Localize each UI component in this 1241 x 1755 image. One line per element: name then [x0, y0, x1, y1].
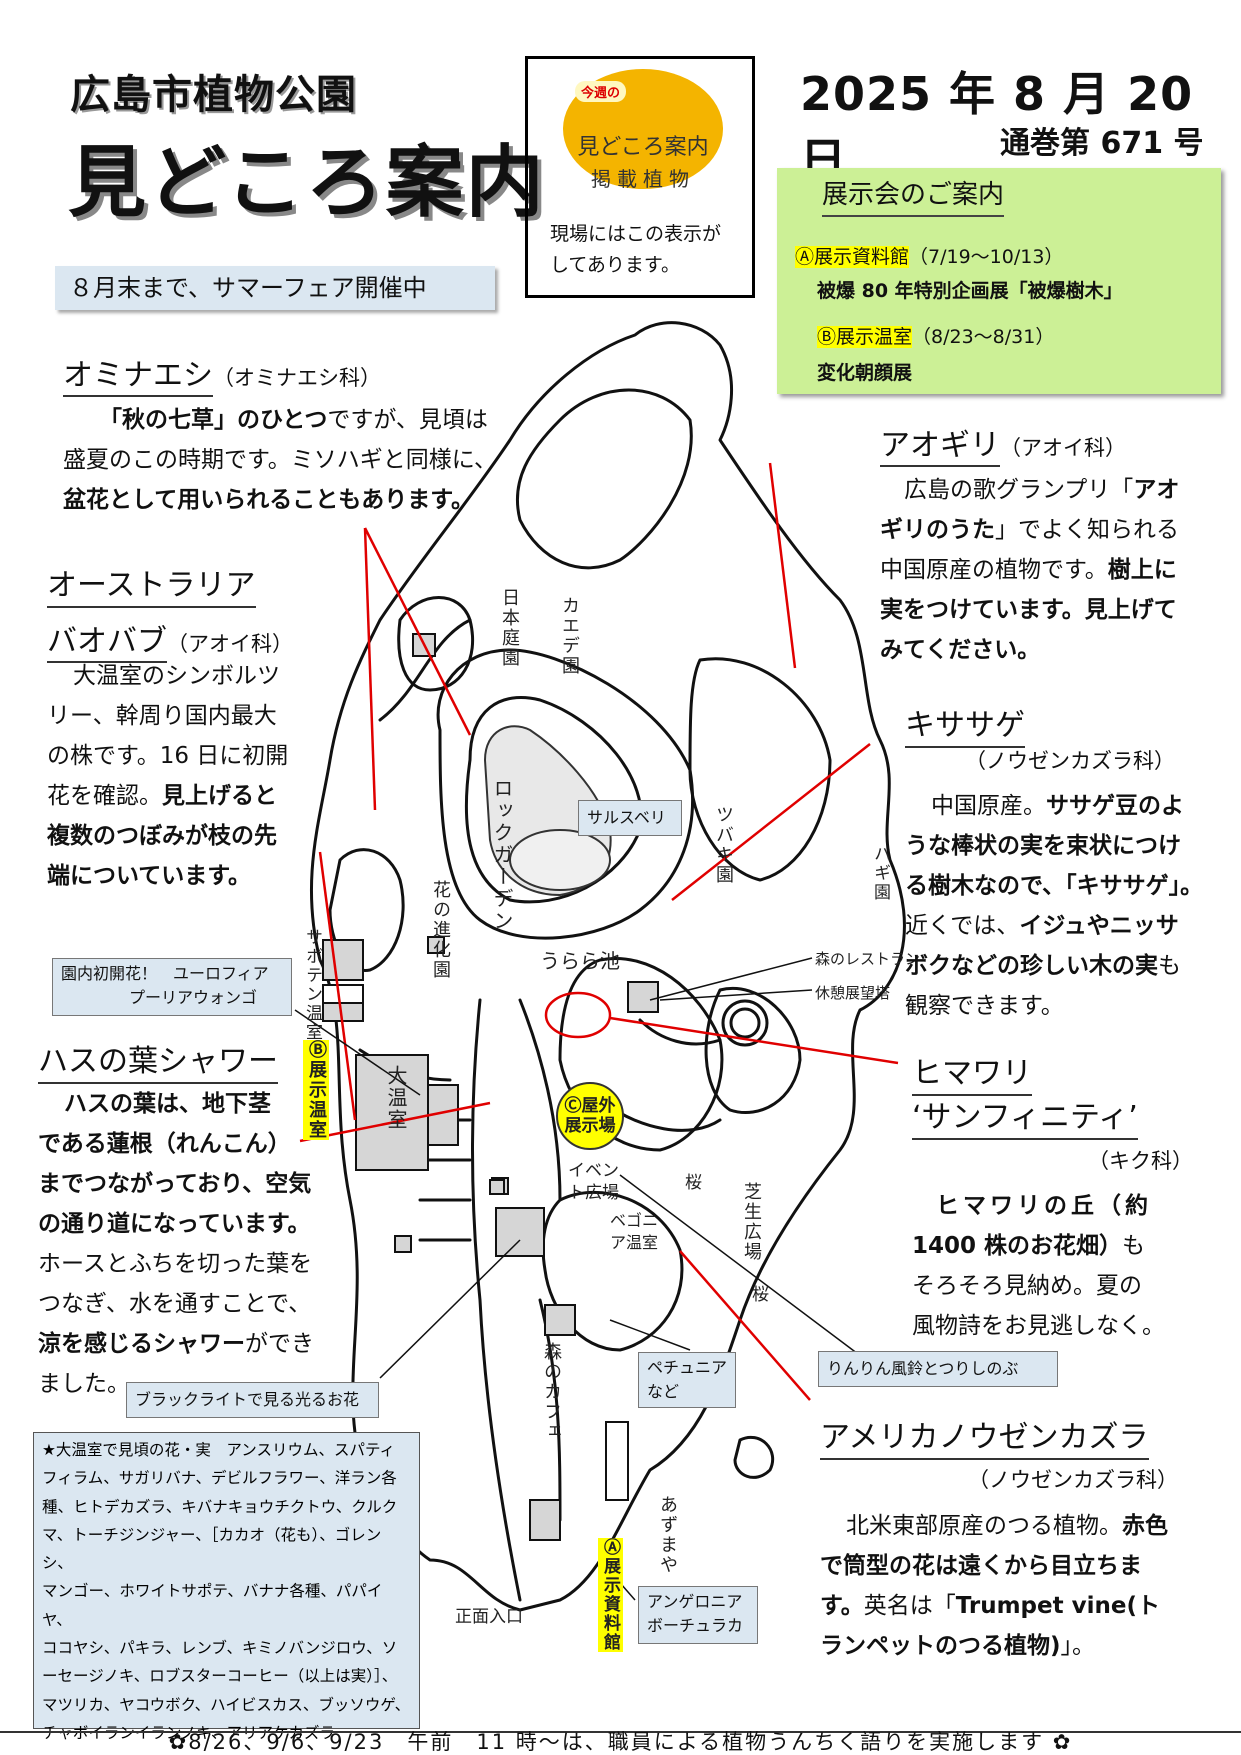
ominaeshi-name: オミナエシ: [63, 358, 213, 397]
issue-number: 通巻第 671 号: [1000, 126, 1204, 161]
legend-line1: 見どころ案内: [577, 135, 709, 160]
himawari-name1: ヒマワリ: [912, 1048, 1032, 1096]
aogiri-family: （アオイ科）: [1000, 436, 1126, 460]
map-label-daionshitsu: 大温室: [384, 1065, 408, 1131]
callout-angelonia: アンゲロニア ボーチュラカ: [638, 1586, 758, 1644]
ominaeshi-family: （オミナエシ科）: [213, 366, 381, 390]
map-label-nihon: 日本庭園: [499, 588, 520, 668]
map-label-kyukei: 休憩展望塔: [815, 984, 891, 1002]
himawari-family: （キク科）: [1088, 1149, 1193, 1173]
map-label-kaede: カエデ園: [559, 596, 580, 676]
page-title: 見どころ案内: [68, 138, 546, 228]
noushouzen-family: （ノウゼンカズラ科）: [968, 1468, 1178, 1492]
map-label-azumaya: あずまや: [657, 1495, 678, 1575]
baobab-family: （アオイ科）: [167, 632, 293, 656]
hasu-text: ハスの葉は、地下茎 である蓮根（れんこん） までつながっており、空気 の通り道に…: [38, 1091, 314, 1397]
exhibition-b-name: 変化朝顔展: [817, 362, 913, 384]
header-subtitle: 広島市植物公園: [70, 72, 357, 118]
ominaeshi-text: 「秋の七草」のひとつですが、見頃は 盛夏のこの時期です。ミソハギと同様に、 盆花…: [63, 407, 498, 513]
footer-notice: ✿8/26、9/6、9/23 午前 11 時〜は、職員による植物うんちく語りを実…: [168, 1730, 1073, 1754]
map-label-sakura2: 桜: [752, 1285, 769, 1305]
map-label-c-okugai: Ⓒ屋外展示場: [556, 1082, 624, 1150]
map-label-urara: うらら池: [540, 949, 620, 973]
map-label-tsubaki: ツバキ園: [713, 805, 734, 885]
aogiri-name: アオギリ: [880, 428, 1000, 467]
hasu-name: ハスの葉シャワー: [38, 1036, 278, 1084]
exhibition-title: 展示会のご案内: [822, 174, 1005, 217]
callout-europhia: 園内初開花！ ユーロフィア プーリアウォンゴ: [52, 958, 292, 1016]
exhibition-b: Ⓑ展示温室（8/23〜8/31）: [817, 326, 1055, 348]
legend-box: 今週の 見どころ案内 掲載植物 現場にはこの表示がしてあります。: [525, 56, 755, 298]
map-label-event: イベント広場: [568, 1161, 619, 1203]
footer-divider: [0, 1731, 1241, 1733]
map-label-mori-rest: 森のレストラン: [815, 950, 921, 968]
urara-pond: [509, 829, 611, 891]
legend-caption: 現場にはこの表示がしてあります。: [550, 223, 722, 276]
exhibition-box: 展示会のご案内 Ⓐ展示資料館（7/19〜10/13） 被爆 80 年特別企画展「…: [777, 168, 1221, 394]
exhibition-a-name: 被爆 80 年特別企画展「被爆樹木」: [817, 280, 1123, 302]
noushouzen-text: 北米東部原産のつる植物。赤色 で筒型の花は遠くから目立ちま す。英名は「Trum…: [820, 1513, 1168, 1659]
kisasage-text: 中国原産。ササゲ豆のよ うな棒状の実を束状につけ る樹木なので、「キササゲ」。 …: [905, 793, 1204, 1019]
map-label-shiba: 芝生広場: [741, 1182, 762, 1262]
big-greenhouse-box: ★大温室で見頃の花・実 アンスリウム、スパティ フィラム、サガリバナ、デビルフラ…: [33, 1432, 420, 1742]
map-label-sakura1: 桜: [685, 1173, 702, 1193]
map-label-b-onshitsu: Ⓑ展示温室: [303, 1040, 329, 1140]
kisasage-name: キササゲ: [905, 700, 1025, 748]
noushouzen-name: アメリカノウゼンカズラ: [820, 1412, 1149, 1460]
begonia-building: [495, 1207, 545, 1257]
himawari-text: ヒマワリの丘（約 1400 株のお花畑）も そろそろ見納め。夏の 風物詩をお見逃…: [912, 1193, 1165, 1339]
park-boundary: [309, 321, 906, 1612]
callout-petunia: ペチュニア など: [638, 1352, 736, 1408]
summer-fair-banner: ８月末まで、サマーフェア開催中: [55, 266, 495, 310]
aogiri-heading: アオギリ（アオイ科）: [880, 420, 1126, 467]
issue-date: 2025 年 8 月 20 日: [800, 67, 1194, 187]
callout-furin: りんりん風鈴とつりしのぶ: [818, 1351, 1058, 1387]
aogiri-text: 広島の歌グランプリ「アオ ギリのうた」でよく知られる 中国原産の植物です。樹上に…: [880, 477, 1180, 663]
baobab-text: 大温室のシンボルツ リー、幹周り国内最大 の株です。16 日に初開 花を確認。見…: [47, 663, 289, 889]
daionshitsu-building: [355, 1054, 429, 1171]
himawari-name2: ‘サンフィニティ’: [912, 1092, 1138, 1140]
legend-badge: 今週の 見どころ案内 掲載植物: [563, 69, 723, 191]
callout-blacklight: ブラックライトで見る光るお花: [126, 1382, 379, 1418]
map-label-begonia: ベゴニア温室: [610, 1211, 659, 1252]
callout-sarusuberi: サルスベリ: [578, 800, 682, 836]
map-label-saboten: サボテン温室: [302, 928, 322, 1042]
baobab-heading: オーストラリア バオバブ（アオイ科）: [47, 560, 293, 663]
kisasage-family: （ノウゼンカズラ科）: [965, 749, 1175, 773]
map-label-hana: 花の進化園: [430, 880, 451, 980]
legend-tag: 今週の: [575, 81, 627, 102]
map-label-shomen: 正面入口: [455, 1607, 523, 1627]
map-label-hagi: ハギ園: [870, 845, 890, 902]
map-label-rock: ロックガーデン: [490, 778, 514, 932]
baobab-name2: バオバブ: [47, 624, 167, 663]
legend-line2: 掲載植物: [591, 167, 695, 191]
map-label-a-shiryokan: Ⓐ展示資料館: [598, 1538, 623, 1652]
exhibition-a: Ⓐ展示資料館（7/19〜10/13）: [795, 246, 1064, 268]
ominaeshi-heading: オミナエシ（オミナエシ科）: [63, 350, 381, 397]
baobab-name1: オーストラリア: [47, 560, 256, 608]
map-label-mori-cafe: 森のカフェ: [541, 1342, 562, 1442]
